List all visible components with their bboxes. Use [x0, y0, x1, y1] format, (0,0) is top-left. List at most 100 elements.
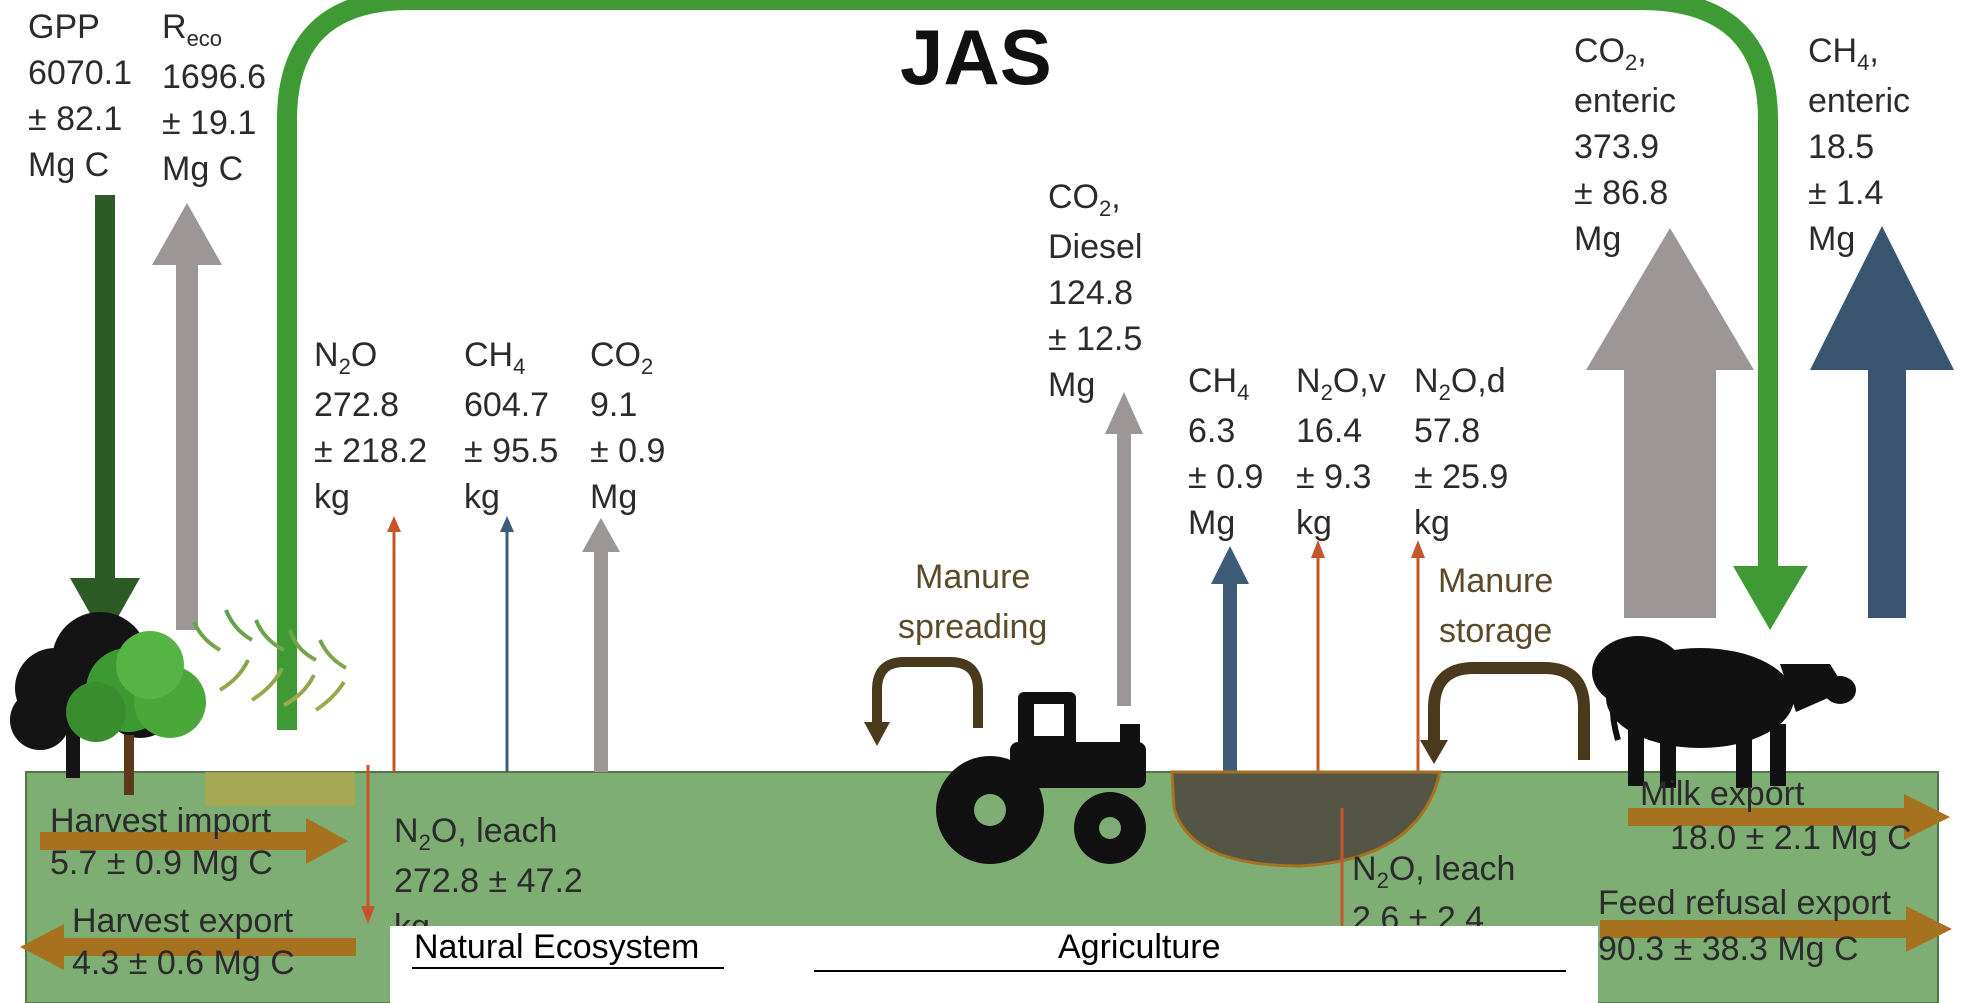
section-label-band [390, 926, 1598, 1003]
manure-spreading-line2: spreading [898, 608, 1048, 646]
reco-unit: Mg C [162, 150, 244, 188]
corn-icon [192, 605, 348, 790]
co2-enteric-value: 373.9 [1574, 128, 1660, 166]
ch4-enteric-source: enteric [1808, 82, 1911, 120]
co2-enteric-name: CO2, [1574, 32, 1647, 75]
n2o-leach-ag-name: N2O, leach [1352, 850, 1516, 893]
diagram-title: JAS [900, 13, 1052, 101]
harvest-export-name: Harvest export [72, 902, 294, 940]
gpp-arrowhead [70, 578, 140, 640]
harvest-import-label: Harvest import 5.7 ± 0.9 Mg C [50, 800, 273, 884]
co2-natural-name: CO2 [590, 336, 654, 379]
harvest-export-arrowhead [20, 924, 64, 970]
milk-export-arrow [1628, 808, 1912, 826]
ch4-storage-name: CH4 [1188, 362, 1250, 405]
manure-lagoon-icon [1170, 770, 1442, 868]
ch4-enteric-arrow [1810, 226, 1954, 618]
milk-export-value: 18.0 ± 2.1 Mg C [1670, 819, 1912, 857]
gpp-error: ± 82.1 [28, 100, 123, 138]
co2-natural-arrowhead [582, 518, 620, 552]
co2-enteric-unit: Mg [1574, 220, 1622, 258]
ch4-enteric-value: 18.5 [1808, 128, 1875, 166]
n2o-v-arrowhead [1311, 540, 1325, 558]
section-agriculture-underline [814, 970, 1566, 972]
manure-storage-line2: storage [1438, 612, 1553, 650]
n2o-natural-label: N2O 272.8 ± 218.2 kg [314, 332, 427, 520]
n2o-v-value: 16.4 [1296, 412, 1363, 450]
feed-transfer-arc [277, 0, 1778, 730]
manure-storage-arrowhead [1420, 740, 1448, 764]
corn-roots [205, 772, 355, 806]
co2-diesel-name: CO2, [1048, 178, 1121, 221]
trees-icon [10, 612, 206, 795]
feed-refusal-export-label: Feed refusal export 90.3 ± 38.3 Mg C [1598, 880, 1891, 972]
harvest-export-value: 4.3 ± 0.6 Mg C [72, 944, 295, 982]
ch4-storage-value: 6.3 [1188, 412, 1236, 450]
ch4-enteric-name: CH4, [1808, 32, 1879, 75]
n2o-natural-unit: kg [314, 478, 350, 516]
co2-diesel-source: Diesel [1048, 228, 1143, 266]
harvest-export-arrow [58, 938, 356, 956]
co2-diesel-unit: Mg [1048, 366, 1096, 404]
gpp-name: GPP [28, 8, 100, 46]
ch4-storage-unit: Mg [1188, 504, 1236, 542]
harvest-export-label: Harvest export 4.3 ± 0.6 Mg C [72, 900, 295, 984]
co2-diesel-label: CO2, Diesel 124.8 ± 12.5 Mg [1048, 174, 1142, 408]
feed-refusal-export-arrow [1600, 920, 1914, 938]
co2-enteric-arrow [1586, 228, 1754, 618]
manure-spreading-arrow [872, 657, 983, 728]
n2o-v-unit: kg [1296, 504, 1332, 542]
gpp-arrow [95, 195, 115, 580]
n2o-d-error: ± 25.9 [1414, 458, 1509, 496]
ch4-enteric-unit: Mg [1808, 220, 1856, 258]
co2-natural-value: 9.1 [590, 386, 638, 424]
milk-export-name: Milk export [1640, 775, 1805, 813]
co2-natural-unit: Mg [590, 478, 638, 516]
feed-refusal-export-arrowhead [1906, 906, 1952, 952]
n2o-leach-natural-label: N2O, leach 272.8 ± 47.2 kg [394, 808, 583, 950]
co2-natural-label: CO2 9.1 ± 0.9 Mg [590, 332, 665, 520]
ch4-natural-error: ± 95.5 [464, 432, 559, 470]
milk-export-label: Milk export 18.0 ± 2.1 Mg C [1640, 772, 1912, 860]
tractor-icon [936, 692, 1146, 864]
manure-spreading-label: Manure spreading [898, 552, 1047, 652]
reco-arrowhead [152, 203, 222, 265]
n2o-v-label: N2O,v 16.4 ± 9.3 kg [1296, 358, 1386, 546]
harvest-import-arrowhead [306, 818, 348, 864]
manure-storage-arrow [1428, 662, 1590, 760]
reco-name: Reco [162, 8, 223, 51]
gpp-label: GPP 6070.1 ± 82.1 Mg C [28, 4, 132, 188]
ch4-storage-label: CH4 6.3 ± 0.9 Mg [1188, 358, 1263, 546]
reco-label: Reco 1696.6 ± 19.1 Mg C [162, 4, 266, 192]
milk-export-arrowhead [1904, 794, 1950, 840]
n2o-v-name: N2O,v [1296, 362, 1386, 405]
n2o-v-error: ± 9.3 [1296, 458, 1372, 496]
n2o-d-value: 57.8 [1414, 412, 1481, 450]
ch4-storage-error: ± 0.9 [1188, 458, 1264, 496]
n2o-leach-natural-value: 272.8 ± 47.2 [394, 862, 583, 900]
n2o-natural-error: ± 218.2 [314, 432, 428, 470]
co2-diesel-error: ± 12.5 [1048, 320, 1143, 358]
co2-enteric-source: enteric [1574, 82, 1677, 120]
n2o-d-unit: kg [1414, 504, 1450, 542]
ch4-natural-name: CH4 [464, 336, 526, 379]
feed-transfer-arrowhead [1733, 566, 1808, 630]
co2-natural-error: ± 0.9 [590, 432, 666, 470]
n2o-d-label: N2O,d 57.8 ± 25.9 kg [1414, 358, 1508, 546]
n2o-d-name: N2O,d [1414, 362, 1506, 405]
n2o-d-arrowhead [1411, 540, 1425, 558]
harvest-import-value: 5.7 ± 0.9 Mg C [50, 844, 273, 882]
harvest-import-name: Harvest import [50, 802, 272, 840]
reco-value: 1696.6 [162, 58, 266, 96]
reco-arrow [176, 262, 198, 630]
section-natural-ecosystem: Natural Ecosystem [414, 928, 700, 966]
co2-diesel-arrowhead [1105, 392, 1143, 434]
harvest-import-arrow [40, 832, 312, 850]
co2-natural-arrow [594, 548, 608, 772]
gpp-value: 6070.1 [28, 54, 132, 92]
reco-error: ± 19.1 [162, 104, 257, 142]
co2-enteric-label: CO2, enteric 373.9 ± 86.8 Mg [1574, 28, 1676, 262]
co2-diesel-value: 124.8 [1048, 274, 1134, 312]
n2o-natural-name: N2O [314, 336, 378, 379]
